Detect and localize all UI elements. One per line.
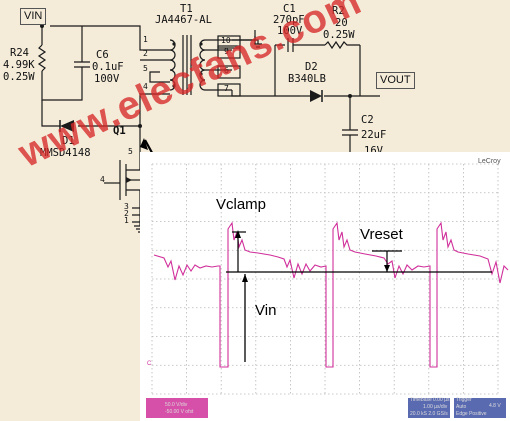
c6-value: 0.1uF — [92, 61, 124, 73]
scope-status-bar — [146, 398, 506, 418]
trigger-mode: Auto — [456, 404, 467, 410]
q1-ref: Q1 — [113, 125, 126, 137]
pin-7: 7 — [224, 84, 229, 93]
pin-9: 9 — [224, 47, 229, 56]
pin-1: 1 — [143, 35, 148, 44]
c2-ref: C2 — [361, 114, 374, 126]
c2-rating: 16V — [364, 145, 383, 157]
r24-resistor — [37, 44, 47, 72]
transformer-primary — [169, 39, 176, 91]
pin-4: 4 — [143, 82, 148, 91]
vreset-bracket — [372, 250, 402, 272]
d1-diode — [59, 120, 74, 132]
timebase-samples: 20.0 kS 2.0 GS/s — [410, 411, 448, 417]
vreset-annotation: Vreset — [360, 226, 403, 243]
r2-rating: 0.25W — [323, 29, 355, 41]
vclamp-annotation: Vclamp — [216, 196, 267, 213]
q1-pin-2: 2 — [124, 209, 129, 218]
pin-2: 2 — [143, 49, 148, 58]
pin-6: 6 — [224, 66, 229, 75]
r24-rating: 0.25W — [3, 71, 35, 83]
vin-reference — [226, 271, 492, 362]
r24-value: 4.99K — [3, 59, 35, 71]
trigger-label: Trigger — [456, 397, 472, 403]
q1-pin-4: 4 — [100, 175, 105, 184]
d1-part: MMSD4148 — [40, 147, 91, 159]
r2-ref: R2 — [332, 5, 345, 17]
trigger-value: 4.8 V — [489, 403, 501, 409]
ch-offset: -50.00 V ofst — [165, 409, 194, 415]
r2-resistor — [324, 40, 360, 50]
ch-scale: 50.0 V/div — [165, 402, 188, 408]
r24-ref: R24 — [10, 47, 29, 59]
waveform-trace — [153, 221, 509, 368]
c1-ref: C1 — [283, 3, 296, 15]
r2-value: 20 — [335, 17, 348, 29]
transformer-secondary — [199, 39, 206, 91]
c2-value: 22uF — [361, 129, 387, 141]
q1-pin-1: 1 — [124, 216, 129, 225]
scope-grid — [151, 163, 499, 395]
vout-label: VOUT — [376, 72, 415, 89]
t1-ref: T1 — [180, 3, 193, 15]
q1-pin-5: 5 — [128, 147, 133, 156]
vin-rail — [50, 25, 141, 40]
trigger-edge: Edge Positive — [456, 411, 487, 417]
scope-brand: LeCroy — [478, 158, 501, 165]
d2-diode — [310, 90, 323, 102]
c1-value: 270pF — [273, 14, 305, 26]
q1-pin-3: 3 — [124, 202, 129, 211]
channel-marker: C — [147, 361, 152, 367]
c1-rating: 100V — [277, 25, 303, 37]
d2-ref: D2 — [305, 61, 318, 73]
d2-part: B340LB — [288, 73, 326, 85]
pin-5: 5 — [143, 64, 148, 73]
t1-part: JA4467-AL — [155, 14, 212, 26]
q1-mosfet — [126, 177, 132, 183]
c6-rating: 100V — [94, 73, 120, 85]
pin-10: 10 — [221, 36, 231, 45]
timebase-value: 0.00 µs — [433, 397, 450, 403]
c6-ref: C6 — [96, 49, 109, 61]
timebase-scale: 1.00 µs/div — [423, 404, 448, 410]
vin-annotation: Vin — [255, 302, 277, 319]
timebase-label: Timebase — [410, 397, 432, 403]
vclamp-bracket — [232, 230, 246, 272]
d1-ref: D1 — [62, 135, 75, 147]
vin-label: VIN — [20, 8, 47, 25]
oscilloscope — [140, 152, 510, 421]
